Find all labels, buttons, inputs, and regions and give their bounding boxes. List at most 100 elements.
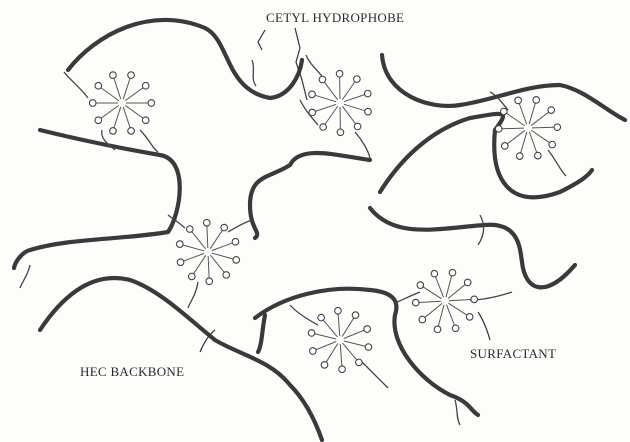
surfactant-head [452,325,459,332]
surfactant-head [533,97,540,104]
surfactant-tail [529,132,536,153]
surfactant-tail [340,344,342,366]
surfactant-tail [323,320,337,337]
surfactant-tail [207,226,208,248]
surfactant-tail [212,243,233,251]
surfactant-tail [448,285,465,299]
surfactant-tail [531,130,549,142]
surfactant-head [221,224,228,231]
surfactant-tail [315,104,336,111]
surfactant-head [203,219,210,226]
micelle-1 [89,72,154,134]
surfactant-head [466,314,473,321]
surfactant-tail [114,107,121,128]
surfactant-tail [342,82,355,100]
micelle-5 [412,269,477,332]
surfactant-head [186,226,193,233]
surfactant-tail [325,106,338,124]
surfactant-head [554,124,561,131]
surfactant-tail [438,305,444,326]
surfactant-head [535,152,542,159]
surfactant-tail [419,301,441,302]
backbone-chain-9 [258,315,265,352]
surfactant-head [412,299,419,306]
surfactant-head [515,97,522,104]
surfactant-tail [194,255,206,273]
surfactant-tail [101,105,119,118]
backbone-chain-6 [370,208,575,287]
surfactant-tail [446,305,454,326]
surfactant-head [335,307,342,314]
surfactant-head [142,82,149,89]
surfactant-head [417,282,424,289]
surfactant-tail [210,255,224,272]
surfactant-tail [342,106,355,124]
surfactant-tail [324,82,337,100]
surfactant-head [354,76,361,83]
surfactant-head [309,91,316,98]
surfactant-head [310,348,317,355]
micelle-6 [308,307,371,372]
backbone-chain-1 [68,20,302,98]
surfactant-head [148,100,155,107]
surfactant-tail [210,230,222,248]
micelle-2 [309,70,372,135]
surfactant-tail [344,341,365,346]
surfactant-head [354,123,361,130]
hec-backbone-label: HEC BACKBONE [80,364,184,380]
surfactant-head [337,129,344,136]
surfactant-tail [423,287,442,299]
surfactant-tail [529,103,535,124]
surfactant-tail [208,256,209,278]
surfactant-head [309,109,316,116]
surfactant-head [319,76,326,83]
surfactant-head [128,72,135,79]
surfactant-head [189,273,196,280]
surfactant-tail [125,105,143,118]
surfactant-tail [532,127,554,128]
surfactant-head [336,70,343,77]
surfactant-head [356,359,363,366]
surfactant-tail [101,88,119,101]
surfactant-tail [212,253,233,259]
surfactant-tail [192,232,206,249]
surfactant-leader [478,312,490,340]
surfactant-head [89,100,96,107]
surfactant-head [364,90,371,97]
surfactant-head [232,238,239,245]
surfactant-tail [425,304,442,318]
surfactant-head [223,272,230,279]
surfactant-tail [114,78,121,99]
surfactant-head [177,259,184,266]
surfactant-head [352,312,359,319]
surfactant-tail [502,128,524,129]
surfactant-head [321,362,328,369]
surfactant-tail [315,95,336,102]
surfactant-head [339,366,346,373]
surfactant-head [176,241,183,248]
surfactant-head [308,330,315,337]
surfactant-tail [315,334,336,339]
surfactant-tail [316,342,336,350]
surfactant-head [464,279,471,286]
surfactant-head [110,72,117,79]
surfactant-head [110,128,117,135]
surfactant-tail [446,276,452,297]
surfactant-head [142,117,149,124]
surfactant-tail [123,107,130,128]
surfactant-head [206,278,213,285]
surfactant-head [364,326,371,333]
surfactant-tail [344,104,365,111]
surfactant-label: SURFACTANT [470,346,556,362]
surfactant-tail [436,277,444,298]
surfactant-tail [342,318,354,337]
surfactant-head [549,141,556,148]
surfactant-head [501,143,508,150]
surfactant-head [318,314,325,321]
surfactant-tail [123,78,130,99]
surfactant-tail [343,343,357,360]
surfactant-head [548,107,555,114]
surfactant-head [365,344,372,351]
surfactant-head [449,269,456,276]
